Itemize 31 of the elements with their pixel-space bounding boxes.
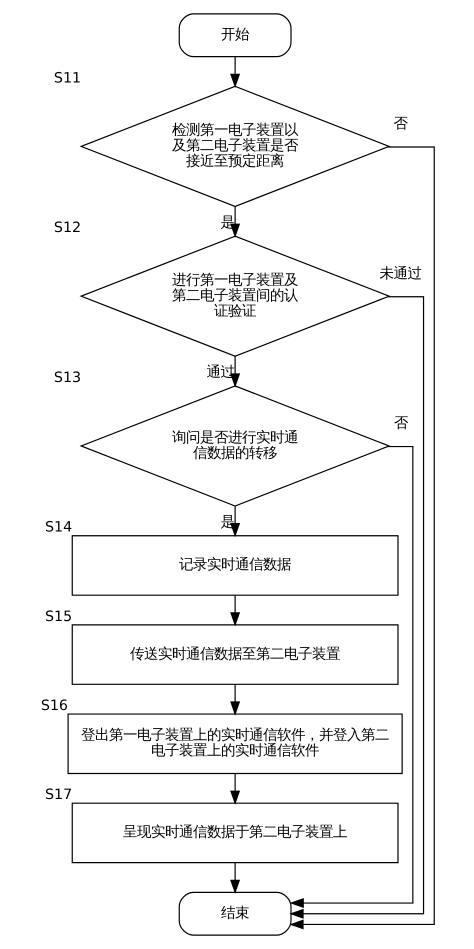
arrow: [288, 146, 434, 930]
edge-label: 未通过: [379, 266, 422, 282]
node-box: 呈现实时通信数据于第二电子装置上: [71, 802, 398, 864]
edge-label: 否: [393, 116, 408, 132]
node-label: S13: [53, 370, 81, 386]
arrow: [288, 296, 424, 919]
edge-label: 是: [220, 514, 234, 530]
node-label: S11: [53, 70, 81, 86]
edge-label: 是: [220, 214, 234, 231]
arrow: [230, 206, 240, 238]
arrow: [230, 596, 240, 627]
node-label: S15: [44, 608, 72, 625]
node-box: 开始: [178, 13, 292, 58]
node-label: S14: [44, 520, 72, 536]
node-label: S17: [44, 787, 72, 804]
node-label: S16: [40, 698, 68, 714]
node-box: 登出第一电子装置上的实时通信软件，并登入第二电子装置上的实时通信软件: [67, 713, 402, 774]
arrow: [230, 774, 240, 805]
edge-label: 否: [393, 416, 408, 432]
arrow: [289, 446, 413, 908]
node-label: S12: [53, 220, 81, 236]
node-box: 记录实时通信数据: [71, 535, 398, 596]
arrow: [230, 863, 240, 894]
arrow: [230, 506, 240, 538]
arrow: [230, 684, 240, 716]
node-box: 结束: [178, 892, 292, 936]
arrow: [230, 356, 240, 388]
node-box: 传送实时通信数据至第二电子装置: [71, 624, 398, 685]
node-diamond: 检测第一电子装置以及第二电子装置是否接近至预定距离: [79, 86, 390, 208]
node-diamond: 询问是否进行实时通信数据的转移: [79, 385, 390, 507]
arrow: [230, 56, 240, 88]
